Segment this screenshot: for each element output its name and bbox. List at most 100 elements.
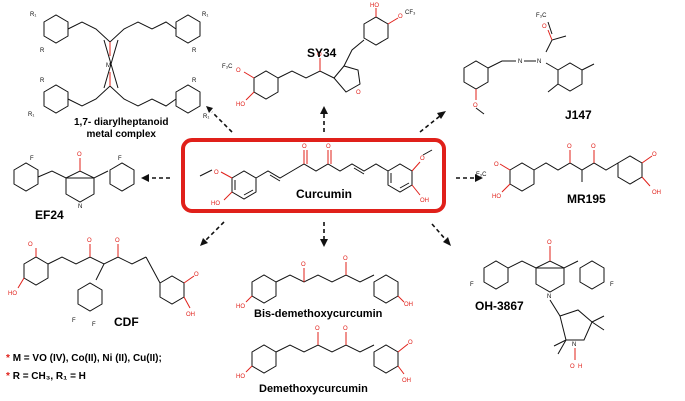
arrowhead (437, 111, 446, 119)
bdmc-label: Bis-demethoxycurcumin (254, 308, 383, 320)
arrow-to-cdf (205, 221, 225, 241)
svg-text:F₃C: F₃C (476, 172, 487, 178)
svg-text:O: O (473, 103, 478, 109)
arrow-to-diarylheptanoid (211, 111, 233, 133)
diarylheptanoid-structure: M R₁ R₁ R₁ R₁ R R R R (28, 12, 209, 120)
svg-text:R₁: R₁ (30, 12, 36, 18)
svg-text:F: F (92, 322, 96, 328)
curcumin-structure: O HO O O O OH (199, 144, 433, 207)
arrows (141, 106, 483, 247)
svg-text:R: R (40, 78, 45, 84)
arrowhead (320, 239, 328, 247)
mr195-structure: O F₃C HO O O O OH (476, 144, 661, 200)
svg-text:M: M (106, 63, 111, 69)
mr195-label: MR195 (567, 192, 606, 206)
arrow-to-j147 (419, 115, 441, 133)
svg-text:N: N (518, 59, 522, 65)
diarylheptanoid-label: 1,7- diarylheptanoid metal complex (74, 117, 168, 141)
svg-text:O: O (28, 242, 33, 248)
oh3867-label: OH-3867 (475, 299, 524, 313)
sy34-structure: O F₃C HO O O HO O CF₃ (222, 3, 416, 108)
svg-text:O: O (302, 144, 307, 150)
cdf-structure: O HO O O F F O OH (8, 238, 199, 328)
svg-text:O: O (343, 256, 348, 262)
dmc-label: Demethoxycurcumin (259, 383, 368, 395)
svg-text:HO: HO (8, 291, 17, 297)
footnote-marker: * (6, 353, 10, 364)
svg-text:HO: HO (492, 194, 501, 200)
svg-text:F: F (610, 282, 614, 288)
svg-text:F: F (30, 156, 34, 162)
svg-text:H: H (578, 364, 582, 370)
svg-text:O: O (420, 156, 425, 162)
svg-text:O: O (570, 364, 575, 370)
svg-text:R₁: R₁ (28, 112, 34, 118)
svg-text:N: N (78, 204, 82, 210)
svg-text:HO: HO (236, 374, 245, 380)
svg-text:O: O (317, 52, 322, 58)
svg-text:O: O (343, 326, 348, 332)
svg-text:O: O (77, 152, 82, 158)
svg-text:HO: HO (370, 3, 379, 9)
svg-text:O: O (567, 144, 572, 150)
oh3867-structure: F O N F N O H (470, 240, 614, 370)
footnote-substituents: * R = CH₃, R₁ = H (6, 368, 162, 386)
svg-text:N: N (537, 59, 541, 65)
svg-text:OH: OH (186, 312, 195, 318)
footnote-text: R = CH₃, R₁ = H (12, 371, 86, 382)
curcumin-highlight-box (181, 138, 446, 213)
svg-text:OH: OH (652, 190, 661, 196)
arrowhead (206, 106, 213, 113)
svg-text:F₃C: F₃C (536, 13, 547, 19)
svg-text:O: O (356, 90, 361, 96)
footnotes: * M = VO (IV), Co(II), Ni (II), Cu(II); … (6, 350, 162, 386)
footnote-text: M = VO (IV), Co(II), Ni (II), Cu(II); (12, 353, 162, 364)
svg-text:O: O (398, 14, 403, 20)
svg-text:O: O (591, 144, 596, 150)
svg-text:N: N (547, 294, 551, 300)
svg-text:R₁: R₁ (202, 12, 208, 18)
arrow-to-oh3867 (431, 223, 447, 241)
arrowhead (200, 238, 208, 246)
sy34-label: SY34 (307, 46, 337, 60)
svg-text:O: O (547, 240, 552, 246)
svg-text:HO: HO (211, 201, 220, 207)
svg-text:N: N (572, 342, 576, 348)
svg-text:OH: OH (402, 378, 411, 384)
svg-text:O: O (214, 170, 219, 176)
svg-text:O: O (301, 262, 306, 268)
svg-text:F: F (470, 282, 474, 288)
svg-text:F: F (118, 156, 122, 162)
svg-text:HO: HO (236, 304, 245, 310)
svg-text:OH: OH (420, 198, 429, 204)
diarylheptanoid-label-line1: 1,7- diarylheptanoid (74, 117, 169, 128)
svg-text:O: O (542, 24, 547, 30)
j147-label: J147 (565, 108, 592, 122)
ef24-label: EF24 (35, 208, 64, 222)
svg-text:R: R (192, 78, 197, 84)
bdmc-structure: HO O O OH (236, 256, 413, 310)
diarylheptanoid-label-line2: metal complex (86, 129, 156, 140)
svg-text:O: O (315, 326, 320, 332)
cdf-label: CDF (114, 315, 139, 329)
arrowhead (320, 106, 328, 114)
center-label: Curcumin (296, 187, 353, 201)
svg-text:R: R (40, 48, 45, 54)
svg-text:O: O (115, 238, 120, 244)
svg-text:O: O (326, 144, 331, 150)
arrowhead (443, 237, 451, 246)
svg-text:R₁: R₁ (203, 114, 209, 120)
footnote-marker: * (6, 371, 10, 382)
svg-text:R: R (192, 48, 197, 54)
svg-text:HO: HO (236, 102, 245, 108)
svg-text:O: O (408, 340, 413, 346)
svg-text:OH: OH (404, 302, 413, 308)
arrowhead (141, 174, 149, 182)
dmc-structure: HO O O O OH (236, 326, 413, 384)
svg-text:O: O (652, 152, 657, 158)
svg-text:F₃C: F₃C (222, 64, 233, 70)
svg-text:CF₃: CF₃ (405, 10, 416, 16)
svg-text:O: O (87, 238, 92, 244)
